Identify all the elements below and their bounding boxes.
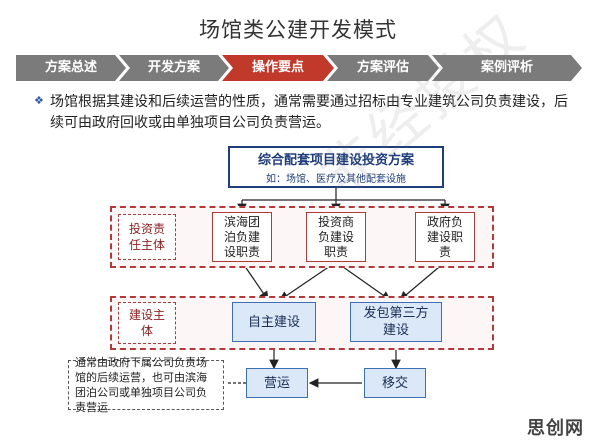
investment-plan-title: 综合配套项目建设投资方案 (257, 153, 414, 168)
tab-operation-points[interactable]: 操作要点 (222, 55, 334, 81)
page-title: 场馆类公建开发模式 (199, 18, 397, 42)
investor-line1: 投资商 (317, 214, 354, 229)
tab-plan-evaluation[interactable]: 方案评估 (327, 55, 439, 81)
construction-label-line2: 体 (140, 324, 153, 338)
tab-development-plan[interactable]: 开发方案 (119, 55, 229, 81)
third-party-construction-box: 发包第三方 建设 (350, 302, 442, 342)
tab-overview[interactable]: 方案总述 (16, 55, 126, 81)
tab-case-analysis[interactable]: 案例评析 (432, 55, 582, 81)
operation-note: 通常由政府下属公司负责场馆的后续运营，也可由滨海团泊公司或单独项目公司负责营运 (68, 356, 224, 414)
binhai-tuanpo-responsibility-box: 滨海团 泊负建 设职责 (212, 212, 272, 262)
government-responsibility-box: 政府负 建设职 责 (415, 212, 475, 262)
investment-responsibility-label: 投资责 任主体 (118, 214, 176, 260)
government-line2: 建设职 (426, 229, 463, 244)
investment-plan-subtitle: 如：场馆、医疗及其他配套设施 (266, 174, 406, 185)
self-construction-box: 自主建设 (232, 302, 316, 342)
step-tabs: 方案总述 开发方案 操作要点 方案评估 案例评析 (16, 55, 582, 81)
transfer-box: 移交 (364, 368, 426, 398)
intro-text: 场馆根据其建设和后续运营的性质，通常需要通过招标由专业建筑公司负责建设，后续可由… (50, 94, 568, 131)
binhai-line2: 泊负建 (223, 229, 260, 244)
binhai-line1: 滨海团 (223, 214, 260, 229)
operation-box: 营运 (246, 368, 308, 398)
diamond-bullet-icon: ❖ (34, 94, 44, 107)
government-line1: 政府负 (426, 214, 463, 229)
investment-label-line1: 投资责 (128, 222, 165, 236)
investment-label-line2: 任主体 (128, 238, 165, 252)
investor-line2: 负建设 (317, 229, 354, 244)
investment-plan-box: 综合配套项目建设投资方案 如：场馆、医疗及其他配套设施 (228, 146, 444, 188)
self-construction-line1: 自主建设 (247, 314, 300, 330)
investor-responsibility-box: 投资商 负建设 职责 (306, 212, 366, 262)
site-logo: 思创网 (527, 418, 584, 439)
construction-label-line1: 建设主 (128, 308, 165, 322)
binhai-line3: 设职责 (223, 244, 260, 259)
government-line3: 责 (438, 244, 451, 259)
investor-line3: 职责 (323, 244, 348, 259)
construction-entity-label: 建设主 体 (118, 302, 176, 344)
third-party-line1: 发包第三方 (363, 306, 429, 321)
third-party-line2: 建设 (382, 323, 409, 338)
